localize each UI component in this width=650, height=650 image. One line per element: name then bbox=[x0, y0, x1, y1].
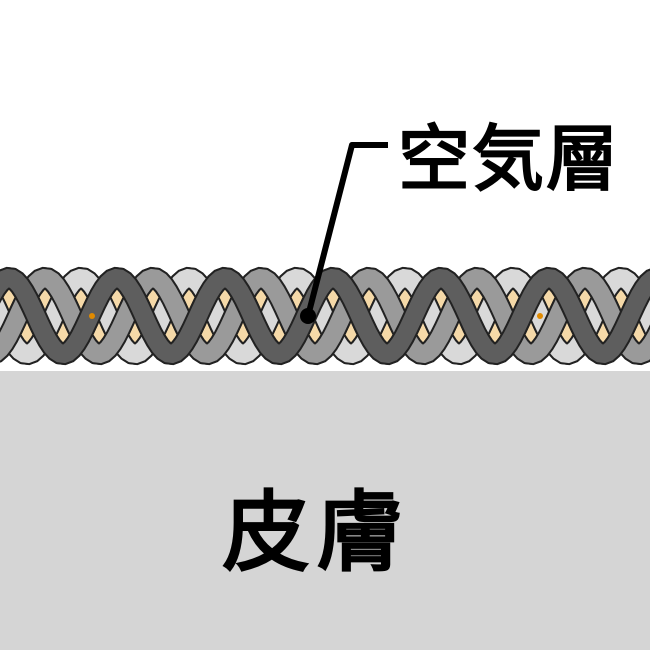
skin-layer bbox=[0, 371, 650, 650]
leader-line-path bbox=[305, 142, 388, 317]
fabric-braid bbox=[0, 266, 650, 366]
fiber-dot bbox=[537, 313, 543, 319]
skin-label: 皮膚 bbox=[222, 481, 411, 584]
air-layer-label: 空気層 bbox=[398, 117, 621, 201]
fiber-dot bbox=[89, 313, 95, 319]
braid-strand bbox=[0, 268, 650, 364]
leader-dot bbox=[300, 308, 316, 324]
braid-strand bbox=[0, 268, 650, 364]
